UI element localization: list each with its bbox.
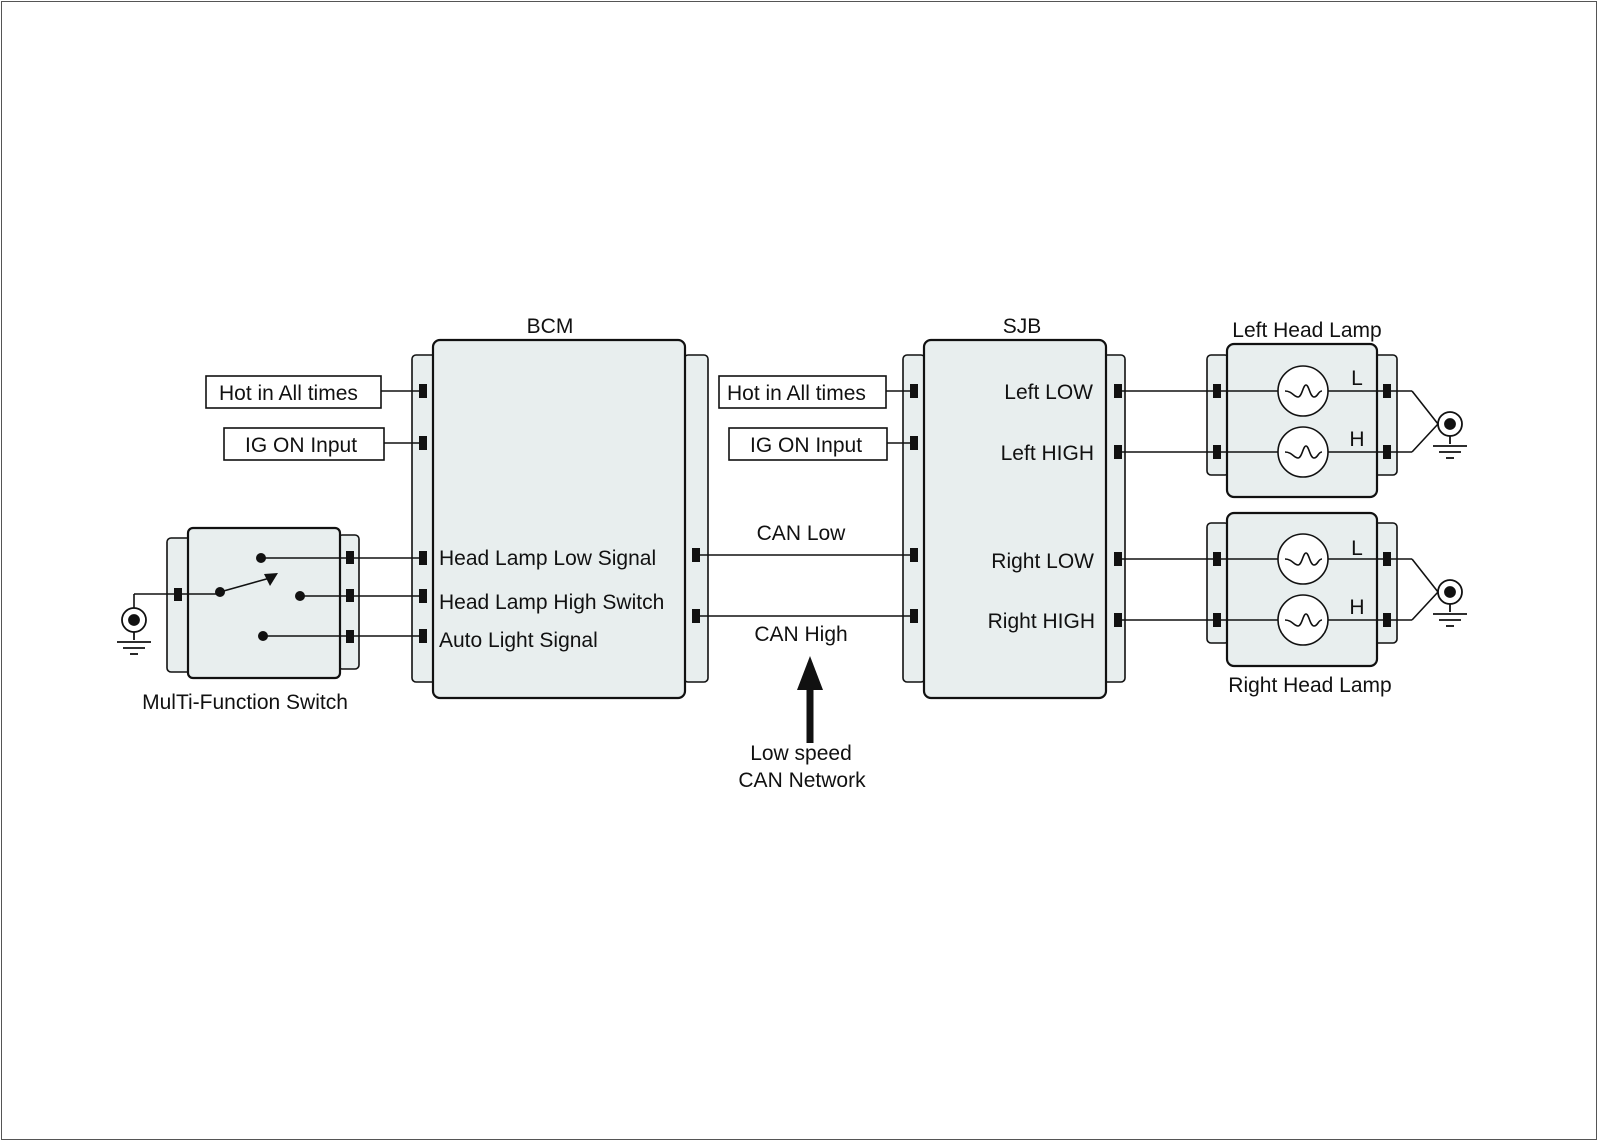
sjb-ig-input-box [728,427,888,461]
can-note-line2: CAN Network [738,769,866,792]
sjb-right-low-label: Right LOW [991,550,1094,573]
sjb-title: SJB [1003,315,1042,338]
bcm-pin-high-label: Head Lamp High Switch [439,591,664,614]
left-lamp-title: Left Head Lamp [1232,319,1381,342]
ground-icon [1433,579,1467,627]
can-network-arrow-icon [797,656,823,743]
sjb-hot-input-label: Hot in All times [727,382,866,405]
bcm-hot-input-box [205,375,382,409]
right-head-lamp [1225,511,1379,668]
sjb-module [922,338,1108,700]
sjb-hot-input-box [718,375,887,409]
sjb-ig-input-label: IG ON Input [750,434,862,457]
bcm-pin-auto-label: Auto Light Signal [439,629,598,652]
switch-arrow-icon [264,573,278,586]
bcm-ig-input-box [223,427,385,461]
left-lamp-h-label: H [1349,428,1364,451]
bcm-ig-input-label: IG ON Input [245,434,357,457]
sjb-left-high-label: Left HIGH [1001,442,1094,465]
ground-icon [1433,411,1467,459]
multi-function-switch [186,526,342,680]
bcm-pin-low-label: Head Lamp Low Signal [439,547,656,570]
mfs-title: MulTi-Function Switch [142,691,348,714]
can-low-label: CAN Low [757,522,847,545]
can-note-line1: Low speed [750,742,852,765]
bcm-connector-right [683,354,709,683]
connector-pins [174,384,1391,643]
bcm-module [431,338,687,700]
right-lamp-l-label: L [1351,537,1363,560]
can-high-label: CAN High [754,623,847,646]
left-lamp-l-label: L [1351,367,1363,390]
switch-contacts [215,553,305,641]
bcm-hot-input-label: Hot in All times [219,382,358,405]
sjb-left-low-label: Left LOW [1004,381,1093,404]
right-lamp-h-label: H [1349,596,1364,619]
sjb-right-high-label: Right HIGH [988,610,1095,633]
bulb-icon [1277,365,1329,646]
left-head-lamp [1225,342,1379,499]
bcm-title: BCM [527,315,574,338]
right-lamp-title: Right Head Lamp [1228,674,1391,697]
ground-icon [117,607,151,655]
sjb-connector-left [902,354,926,683]
